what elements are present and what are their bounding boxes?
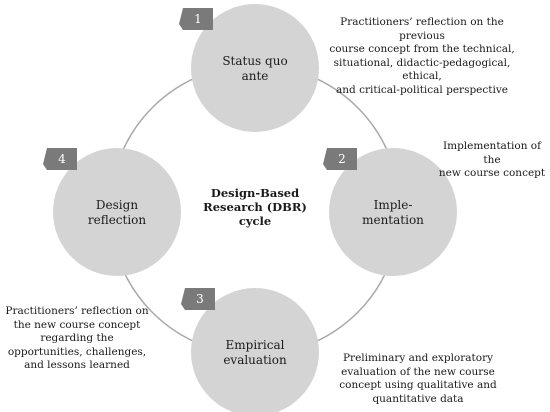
- node-circle-status-quo: [191, 4, 319, 132]
- node-label-design-reflection: Design reflection: [87, 198, 147, 227]
- center-title: Design-Based Research (DBR) cycle: [203, 186, 307, 228]
- node-circle-empirical-evaluation: [191, 288, 319, 412]
- badge-number-2: 2: [338, 152, 346, 166]
- badge-number-3: 3: [196, 292, 204, 306]
- node-label-empirical-evaluation: Empirical evaluation: [223, 338, 287, 367]
- node-label-status-quo: Status quo ante: [222, 54, 288, 83]
- badge-shape-4: [43, 148, 77, 170]
- badge-shape-1: [179, 8, 213, 30]
- node-label-implementation: Imple- mentation: [362, 198, 424, 227]
- badge-number-4: 4: [58, 152, 66, 166]
- note-practitioners-reflection: Practitioners’ reflection on the new cou…: [5, 305, 149, 371]
- node-circle-design-reflection: [53, 148, 181, 276]
- note-preliminary-evaluation: Preliminary and exploratory evaluation o…: [339, 352, 497, 405]
- badge-number-1: 1: [194, 12, 202, 26]
- note-status-quo: Practitioners’ reflection on the previou…: [329, 16, 515, 96]
- note-implementation: Implementation of the new course concept: [438, 140, 546, 179]
- badge-shape-2: [323, 148, 357, 170]
- badge-shape-3: [181, 288, 215, 310]
- node-circle-implementation: [329, 148, 457, 276]
